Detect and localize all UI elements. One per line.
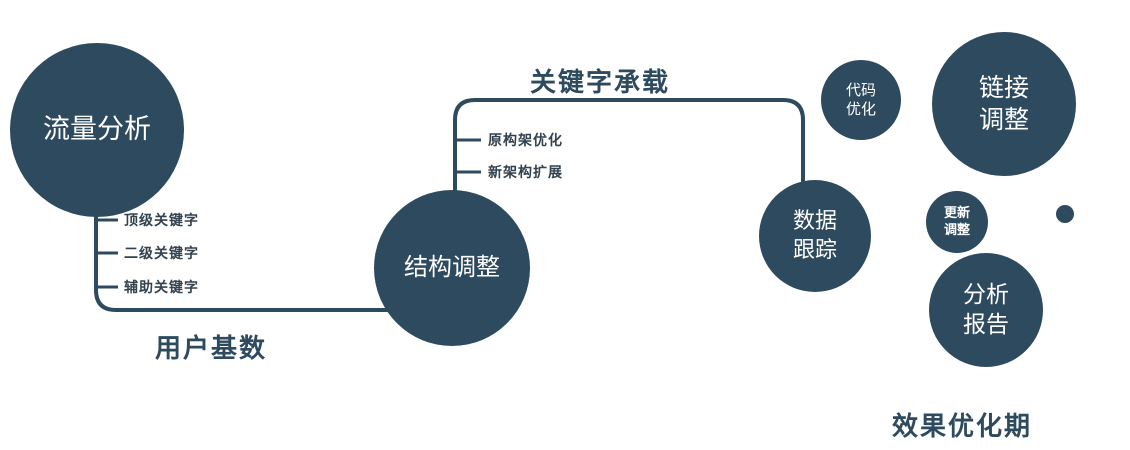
node-code-optimize-label-1: 代码	[845, 81, 876, 99]
node-update-adjust-label-1: 更新	[943, 205, 970, 221]
node-structure-adjust: 结构调整	[374, 190, 530, 346]
branch-label-aux-keywords: 辅助关键字	[124, 279, 199, 295]
node-update-adjust-label-2: 调整	[943, 222, 970, 237]
node-analysis-report-label-1: 分析	[963, 281, 1009, 308]
edge-label-effect-phase: 效果优化期	[892, 411, 1033, 441]
traffic-branch-ticks	[96, 218, 118, 289]
node-data-tracking-label-1: 数据	[792, 208, 837, 234]
node-structure-adjust-label: 结构调整	[404, 254, 500, 282]
node-link-adjust: 链接 调整	[932, 32, 1076, 176]
node-analysis-report: 分析 报告	[929, 253, 1043, 367]
dot-node	[1056, 205, 1074, 223]
node-link-adjust-label-2: 调整	[978, 106, 1029, 134]
node-update-adjust: 更新 调整	[926, 191, 988, 253]
node-code-optimize-label-2: 优化	[845, 101, 876, 118]
branch-label-original-arch: 原构架优化	[488, 132, 563, 148]
structure-branch-ticks	[455, 138, 481, 174]
branch-label-new-arch: 新架构扩展	[488, 164, 563, 180]
branch-label-top-keywords: 顶级关键字	[124, 212, 199, 228]
edge-label-keyword-carry: 关键字承载	[530, 67, 671, 97]
node-link-adjust-label-1: 链接	[978, 73, 1029, 102]
edge-label-user-base: 用户基数	[155, 333, 268, 363]
node-code-optimize: 代码 优化	[821, 60, 901, 140]
node-data-tracking: 数据 跟踪	[759, 180, 871, 292]
edge-traffic-to-structure	[94, 180, 440, 312]
edge-structure-to-tracking	[453, 98, 805, 220]
node-data-tracking-label-2: 跟踪	[792, 237, 837, 262]
node-traffic-analysis-label: 流量分析	[43, 114, 151, 145]
node-analysis-report-label-2: 报告	[963, 311, 1009, 337]
node-traffic-analysis: 流量分析	[10, 43, 184, 217]
branch-label-second-keywords: 二级关键字	[124, 245, 199, 261]
